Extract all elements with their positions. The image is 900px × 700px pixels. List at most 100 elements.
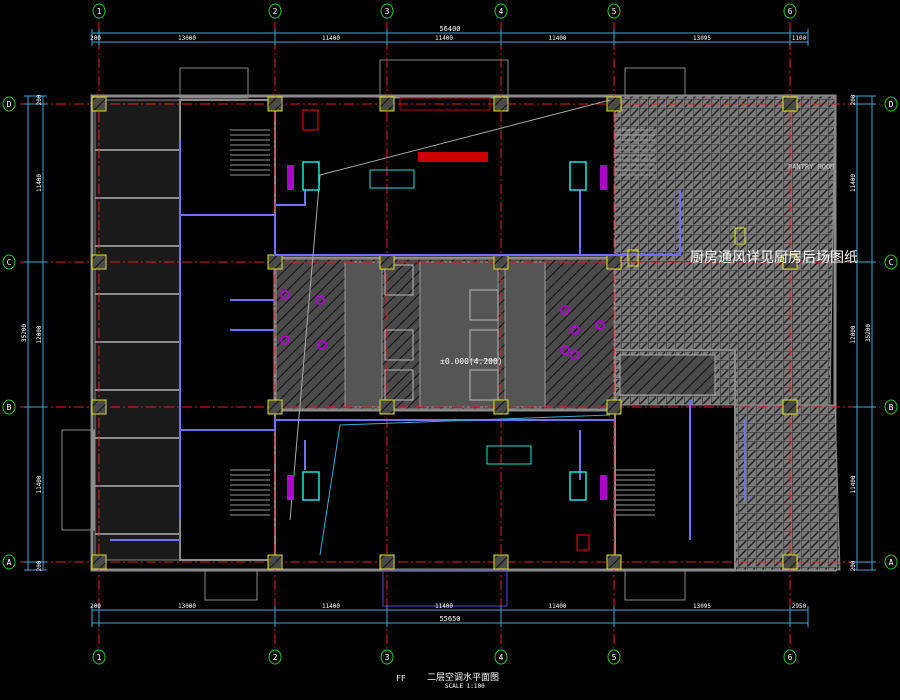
dimension-segment: 11400 bbox=[548, 35, 566, 42]
dimension-segment: 11400 bbox=[36, 475, 43, 493]
dimension-segment: 11400 bbox=[435, 603, 453, 610]
fixture-symbol bbox=[280, 290, 290, 300]
fixture-symbol bbox=[560, 345, 570, 355]
grid-label: D bbox=[7, 100, 12, 109]
core-shaft bbox=[344, 261, 383, 408]
stair bbox=[615, 469, 655, 516]
column bbox=[91, 254, 107, 270]
dimension-segment: 200 bbox=[36, 94, 43, 105]
grid-bubble bbox=[92, 649, 106, 665]
grid-label: C bbox=[889, 258, 894, 267]
drawing-title: 二层空调水平面图 bbox=[427, 671, 499, 683]
elevator bbox=[469, 369, 499, 401]
grid-label: B bbox=[7, 403, 12, 412]
dimension-segment: 13000 bbox=[178, 35, 196, 42]
fan-symbol bbox=[302, 109, 319, 131]
fixture-symbol bbox=[280, 335, 290, 345]
bay-left bbox=[61, 429, 95, 531]
grid-bubble bbox=[783, 649, 797, 665]
grid-bubble bbox=[2, 399, 16, 415]
equipment-red-top bbox=[399, 97, 491, 111]
grid-label: 3 bbox=[385, 653, 390, 662]
elevator bbox=[384, 329, 414, 361]
title-symbol: FF bbox=[396, 674, 406, 683]
fan-coil-unit bbox=[287, 475, 294, 500]
grid-label: 3 bbox=[385, 7, 390, 16]
dimension-segment: 1100 bbox=[792, 35, 807, 42]
grid-label: 5 bbox=[612, 653, 617, 662]
column bbox=[782, 254, 798, 270]
column bbox=[91, 554, 107, 570]
grid-bubble bbox=[884, 254, 898, 270]
grid-label: C bbox=[7, 258, 12, 267]
fixture-symbol bbox=[317, 340, 327, 350]
balcony-bottom-right bbox=[624, 569, 686, 601]
grid-bubble bbox=[2, 96, 16, 112]
dimension-segment: 200 bbox=[850, 560, 857, 571]
grid-label: 1 bbox=[97, 7, 102, 16]
column bbox=[91, 96, 107, 112]
column bbox=[379, 554, 395, 570]
grid-label: 2 bbox=[273, 7, 278, 16]
column bbox=[782, 96, 798, 112]
dimension-segment: 11400 bbox=[548, 603, 566, 610]
stair bbox=[230, 129, 270, 176]
dimension-segment: 11400 bbox=[36, 174, 43, 192]
dimension-segment: 11400 bbox=[850, 174, 857, 192]
elevator bbox=[469, 329, 499, 361]
dimension-total: 35200 bbox=[865, 324, 872, 342]
dimension-segment: 11400 bbox=[850, 475, 857, 493]
grid-label: 6 bbox=[788, 653, 793, 662]
pantry-label: PANTRY ROOM bbox=[788, 163, 834, 171]
dimension-segment: 13095 bbox=[693, 603, 711, 610]
grid-bubble bbox=[884, 96, 898, 112]
dimension-segment: 200 bbox=[36, 560, 43, 571]
column bbox=[606, 254, 622, 270]
column bbox=[267, 399, 283, 415]
column bbox=[379, 254, 395, 270]
column bbox=[606, 554, 622, 570]
balcony-top-center bbox=[379, 59, 509, 99]
water-pipe bbox=[180, 419, 615, 431]
column bbox=[267, 254, 283, 270]
fan-coil-unit bbox=[600, 475, 607, 500]
grid-bubble bbox=[2, 254, 16, 270]
dimension-segment: 13095 bbox=[693, 35, 711, 42]
elevator bbox=[384, 369, 414, 401]
dimension-total: 55650 bbox=[439, 615, 460, 623]
water-pipe bbox=[275, 190, 306, 206]
balcony-bottom-left bbox=[204, 569, 258, 601]
dimension-segment: 11400 bbox=[322, 35, 340, 42]
grid-bubble bbox=[783, 3, 797, 19]
column bbox=[493, 96, 509, 112]
column bbox=[267, 554, 283, 570]
grid-bubble bbox=[268, 3, 282, 19]
water-pipe bbox=[615, 190, 681, 256]
grid-label: D bbox=[889, 100, 894, 109]
elevator bbox=[469, 289, 499, 321]
grid-bubble bbox=[92, 3, 106, 19]
grid-bubble bbox=[884, 554, 898, 570]
fan-coil-unit bbox=[600, 165, 607, 190]
air-handler bbox=[569, 161, 587, 191]
grid-label: B bbox=[889, 403, 894, 412]
kitchen-note: 厨房通风详见厨房后场图纸 bbox=[690, 250, 858, 266]
column bbox=[267, 96, 283, 112]
core-shaft bbox=[419, 261, 499, 408]
balcony-bottom-center bbox=[382, 569, 508, 607]
grid-label: 2 bbox=[273, 653, 278, 662]
equipment-table bbox=[369, 169, 415, 189]
grid-bubble bbox=[884, 399, 898, 415]
dimension-segment: 12000 bbox=[850, 325, 857, 343]
left-wing-rooms bbox=[94, 99, 181, 561]
fixture-symbol bbox=[315, 295, 325, 305]
stair bbox=[615, 129, 655, 176]
grid-bubble bbox=[380, 649, 394, 665]
drawing-scale: SCALE 1:100 bbox=[445, 683, 485, 690]
column bbox=[493, 554, 509, 570]
column bbox=[606, 96, 622, 112]
grid-bubble bbox=[607, 3, 621, 19]
dimension-segment: 200 bbox=[90, 35, 101, 42]
fan-symbol bbox=[576, 534, 590, 551]
